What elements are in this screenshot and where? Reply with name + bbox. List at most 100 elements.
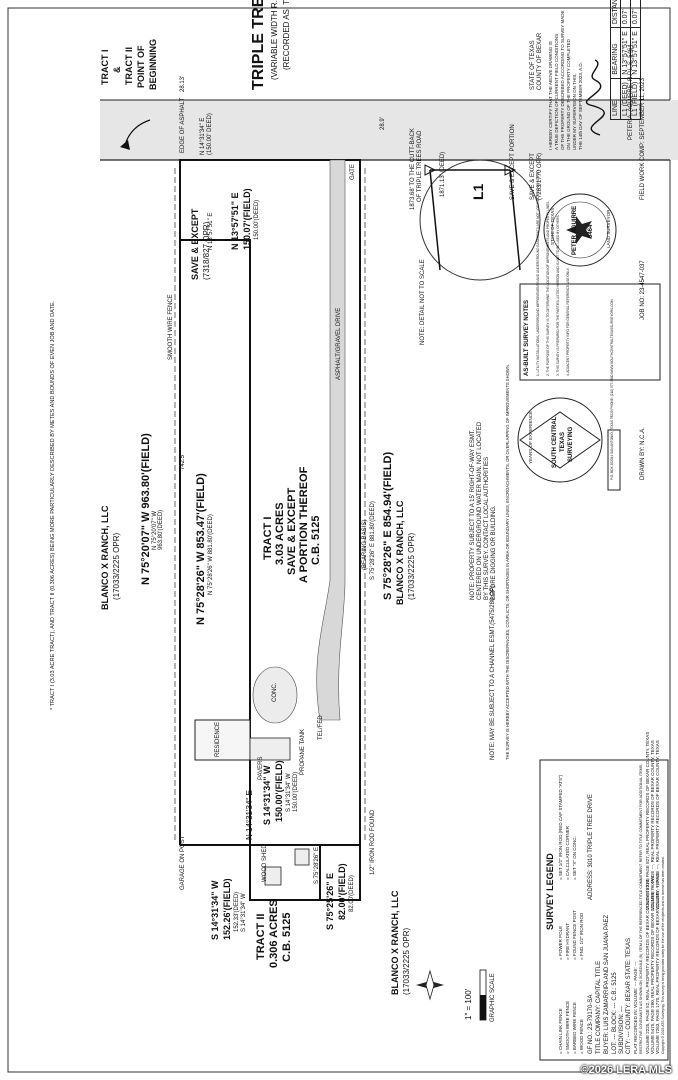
- cert-state: STATE OF TEXAS: [530, 40, 536, 90]
- line-table-header-line: LINE: [610, 78, 621, 120]
- legend-item: = WOOD FENCE: [579, 1019, 584, 1054]
- pob-tract1: TRACT I: [100, 49, 110, 86]
- cert-text: THE 14th DAY OF SEPTEMBER 2023, A.D.: [578, 62, 583, 150]
- tract-1-portion: A PORTION THEREOF: [298, 466, 310, 583]
- legend-item: = SET 1/2" IRON ROD (RED CAP STAMPED "AT…: [558, 774, 563, 880]
- label-wood-shed: WOOD SHED: [262, 844, 268, 882]
- road-cutback2: OF TRIPLE TREES ROAD: [417, 130, 423, 202]
- legend-frame: [539, 759, 669, 1061]
- adjoiner-blanco-bottom: BLANCO X RANCH, LLC: [395, 500, 405, 606]
- info-lot-block: LOT: --- BLOCK: --- C.B.: 5125: [612, 972, 618, 1054]
- info-restrictive: RESTRICTIVE COVENANTS AS SHOWN ON SCHEDU…: [639, 764, 643, 1054]
- legend-item: = SET "X" ON CONC.: [572, 836, 577, 880]
- label-pavers: PAVERS: [258, 756, 264, 780]
- info-buyer: BUYER: LUIS ZAMARRIPA AND SAN JUANA PAEZ: [604, 914, 610, 1054]
- tract-2-west-bearing: S 14°31'34" W: [210, 880, 220, 940]
- tract-2-south-bearing: S 75°25'26" E: [325, 872, 335, 930]
- tract-2-south-deed-bearing: S 75°28'26" E: [314, 846, 320, 884]
- tract-1-south-deed: S 75°28'26" E 881.80'(DEED): [370, 501, 376, 580]
- label-asphalt: ASPHALT/GRAVEL DRIVE: [336, 307, 342, 380]
- adjoiner-save-except-right-rec: (7318/827 OPR): [202, 221, 211, 280]
- pob-point-of: POINT OF: [136, 45, 146, 89]
- cert-text: UNDER MY SUPERVISION ON THIS,: [572, 73, 577, 150]
- tract-2-cb: C.B. 5125: [281, 912, 293, 962]
- tract-2-south-distance: 82.00'(FIELD): [337, 863, 347, 920]
- info-copyright: Copyright © 2023 ATS Surveying. This sur…: [661, 856, 665, 1054]
- line-table-header-distance: DISTANCE: [610, 0, 621, 28]
- signature: [586, 59, 605, 136]
- info-plat: PLAT RECORDED IN: VOLUME: --- PAGE: ---: [633, 961, 638, 1054]
- road-cutback-deed: 1871.13' (DEED): [440, 151, 446, 197]
- label-residence: RESIDENCE: [215, 721, 221, 757]
- residence-outline: [194, 719, 251, 761]
- pls-seal: [543, 193, 617, 267]
- road-dim-bottom: N 14°31'34" E: [200, 117, 206, 155]
- road-dim-bottom2: (150.00' DEED): [207, 113, 213, 155]
- company-seal: [517, 397, 603, 483]
- note-subject2: CENTERED ON UNDERGROUND WATER MAIN. NOT …: [477, 421, 483, 600]
- tract-2-common-deed: 150.00'(DEED): [293, 771, 299, 812]
- tract-1-south: S 75°28'26" E 854.94'(FIELD): [382, 451, 394, 600]
- tract-2-common-bearing: N 14°31'34" E: [245, 790, 254, 840]
- adjoiner-blanco-top: BLANCO X RANCH, LLC: [100, 505, 110, 611]
- scale-label: 1" = 100': [464, 988, 473, 1020]
- road-cutback: 1873.68' TO THE CUTT-BACK: [410, 128, 416, 210]
- adjoiner-blanco-left: BLANCO X RANCH, LLC: [390, 890, 400, 996]
- notes-box-title: AS-BUILT SURVEY NOTES: [524, 299, 530, 376]
- adjoiner-save-except-right: SAVE & EXCEPT: [190, 208, 200, 280]
- label-conc: CONC.: [272, 682, 278, 702]
- info-city-county: CITY: --- COUNTY: BEXAR STATE: TEXAS: [626, 937, 632, 1054]
- note-subject3: BY THIS SURVEY. CONTACT LOCAL AUTHORITIE…: [484, 456, 490, 600]
- label-found: 1/2" IRON ROD FOUND: [370, 809, 376, 875]
- cert-text: ON THE GROUND OF THE PROPERTY COMPLETED: [566, 39, 571, 150]
- table-cell: 0.07': [620, 0, 631, 28]
- note-subject4: BEFORE DIGGING OR BUILDING.: [491, 505, 497, 600]
- seal-line3: TEXAS: [560, 431, 566, 452]
- label-tank: PROPANE TANK: [300, 728, 306, 775]
- road-dim-289: 28.9': [380, 117, 386, 130]
- info-gf: GF NO.: 23-79170-SA: [588, 994, 594, 1054]
- notes-box-item: 1. UTILITY INSTALLATIONS, UNDERGROUND IM…: [536, 168, 540, 376]
- line-table: LINE BEARING DISTANCE L1 (DEED) N 13°57'…: [610, 0, 641, 120]
- detail-save-except-portion: SAVE & EXCEPT PORTION: [510, 124, 516, 200]
- tract-1-dim-742: 742.5': [180, 453, 186, 470]
- note-subject1: NOTE: PROPERTY SUBJECT TO A 15' RIGHT-OF…: [470, 429, 476, 600]
- pls-seal-name: PETER AGUIRRE: [572, 205, 578, 255]
- road-pavement: [100, 100, 678, 160]
- legend-item: = POWER POLE: [558, 925, 563, 960]
- legend-item: = CALCULATED CORNER: [565, 825, 570, 880]
- line-table-header-bearing: BEARING: [610, 27, 621, 79]
- tract-1-north-deed: 963.80'(DEED): [158, 509, 164, 550]
- label-smooth: SMOOTH WIRE FENCE: [168, 294, 174, 360]
- concrete-pad: [252, 666, 298, 724]
- cert-text: OF THE PROPERTY DESCRIBED ACCORDING TO S…: [560, 10, 565, 150]
- scale-caption: GRAPHIC SCALE: [490, 973, 496, 1022]
- mls-watermark: ©2026 LERA MLS: [580, 1064, 672, 1076]
- notes-box-item: 3. THIS SURVEY IS PREPARED FOR THE PARTI…: [556, 214, 560, 376]
- cert-county: COUNTY OF BEXAR: [537, 32, 543, 90]
- company-job: JOB NO: 23-4547-037: [640, 260, 646, 320]
- seal-line2: SOUTH CENTRAL: [552, 416, 558, 468]
- info-volume: VOLUME ---, PAGE ---, REAL PROPERTY RECO…: [655, 740, 660, 910]
- notes-box-frame: [519, 283, 661, 381]
- info-title-company: TITLE COMPANY: CAPITAL TITLE: [596, 960, 602, 1054]
- tract-1-note-acres: * TRACT I (3.03 ACRE TRACT), AND TRACT I…: [50, 300, 56, 710]
- detail-circle: [419, 159, 541, 281]
- tract-2-common-distance: 150.00'(FIELD): [274, 760, 284, 822]
- tract-1-north2-deed: N 75°28'26" W 881.80'(DEED): [208, 514, 214, 595]
- seal-line1: YEARS OF EXPERIENCE: [528, 410, 533, 464]
- legend-item: = SMOOTH WIRE FENCE: [565, 1000, 570, 1054]
- legend-item: = FIRE HYDRANT: [565, 922, 570, 960]
- cert-text: I HEREBY CERTIFY THAT THE ABOVE DRAWING …: [548, 41, 553, 150]
- tract-1-save-except: SAVE & EXCEPT: [286, 487, 298, 575]
- pls-seal-number: 5464: [588, 224, 594, 238]
- label-tel: TEL/FED: [318, 715, 324, 740]
- driveway: [316, 159, 346, 721]
- tract-1-east-distance: 150.07'(FIELD): [242, 188, 252, 250]
- notes-box-item: 4. ADJACENT PROPERTY INFO FOR GENERAL RE…: [566, 267, 570, 376]
- legend-item: = CHAIN LINK FENCE: [558, 1008, 563, 1054]
- tract-1-acres: 3.03 ACRES: [274, 502, 286, 565]
